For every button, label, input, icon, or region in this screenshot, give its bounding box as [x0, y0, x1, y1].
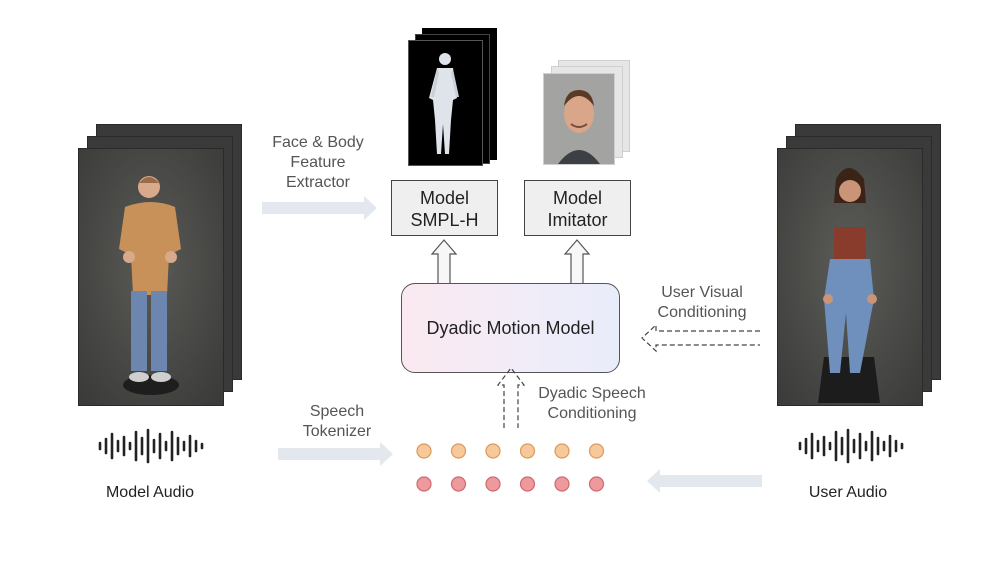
speech-token-row1-4: [519, 443, 536, 459]
dyadic-speech-line-2: Conditioning: [547, 405, 637, 422]
tokenizer-flow-arrow: [278, 442, 393, 466]
user-visual-line-2: Conditioning: [657, 304, 747, 321]
smplh-frame-front: [408, 40, 483, 166]
up-arrow-imitator: [563, 239, 591, 283]
model-video-frame-front: [78, 148, 224, 406]
speech-token-row1-1: [416, 443, 432, 459]
dyadic-motion-model-box: Dyadic Motion Model: [401, 283, 620, 373]
speech-token-row1-5: [554, 443, 570, 459]
user-visual-line-1: User Visual: [661, 284, 743, 301]
speech-token-row1-6: [588, 443, 605, 459]
model-smplh-line-1: Model: [419, 188, 470, 208]
model-imitator-line-2: Imitator: [547, 210, 608, 230]
model-person-image: [79, 149, 223, 405]
speech-tokens-grid: [416, 443, 605, 492]
model-audio-caption: Model Audio: [105, 484, 195, 501]
extractor-line-1: Face & Body: [272, 134, 364, 151]
dyadic-speech-line-1: Dyadic Speech: [538, 385, 646, 402]
speech-token-row1-3: [485, 443, 501, 459]
smplh-body-figure: [429, 53, 459, 154]
model-smplh-box: Model SMPL-H: [391, 180, 498, 236]
face-body-extractor-label: Face & Body Feature Extractor: [256, 133, 380, 193]
user-audio-waveform-icon: [798, 428, 904, 464]
model-audio-waveform-icon: [98, 428, 204, 464]
speech-token-row2-4: [519, 476, 536, 492]
user-video-frame-front: [777, 148, 923, 406]
model-imitator-line-1: Model: [552, 188, 603, 208]
speech-token-row2-1: [416, 476, 432, 492]
model-imitator-box: Model Imitator: [524, 180, 631, 236]
extractor-line-3: Extractor: [285, 174, 350, 191]
dyadic-speech-dashed-arrow: [496, 367, 526, 428]
up-arrow-smplh: [430, 239, 458, 283]
speech-token-row1-2: [450, 443, 467, 459]
tokenizer-line-2: Tokenizer: [302, 423, 372, 440]
extractor-line-2: Feature: [290, 154, 346, 171]
speech-token-row2-5: [554, 476, 570, 492]
imitator-face-image: [544, 74, 614, 164]
user-person-image: [778, 149, 922, 405]
speech-token-row2-3: [485, 476, 501, 492]
speech-token-row2-6: [588, 476, 605, 492]
imitator-frame-front: [543, 73, 615, 165]
user-visual-conditioning-label: User Visual Conditioning: [642, 283, 762, 323]
user-audio-flow-arrow: [647, 469, 762, 493]
extractor-flow-arrow: [262, 196, 377, 220]
tokenizer-line-1: Speech: [309, 403, 365, 420]
user-visual-dashed-arrow: [641, 323, 760, 353]
user-audio-caption: User Audio: [808, 484, 888, 501]
model-smplh-line-2: SMPL-H: [410, 210, 479, 230]
dyadic-speech-conditioning-label: Dyadic Speech Conditioning: [530, 384, 654, 424]
speech-token-row2-2: [450, 476, 467, 492]
speech-tokenizer-label: Speech Tokenizer: [282, 402, 392, 442]
dyadic-motion-model-label: Dyadic Motion Model: [426, 317, 595, 338]
